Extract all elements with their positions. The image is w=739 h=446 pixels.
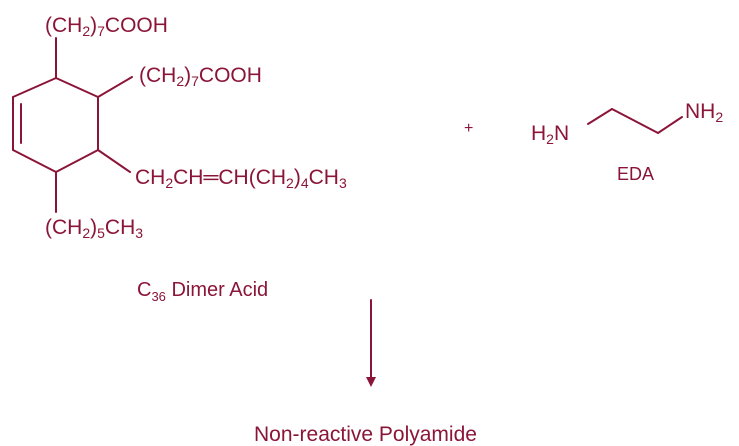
plus-sign: + [464, 120, 473, 137]
chain-bottom-label: (CH2)5CH3 [45, 216, 143, 241]
bond-to-right-chain [97, 76, 133, 98]
eda-structure: H2N NH2 [531, 100, 723, 147]
chain-alkenyl-label: CH2CH═CH(CH2)4CH3 [135, 166, 347, 191]
eda-bond-3 [657, 116, 683, 134]
chain-top-label: (CH2)7COOH [45, 14, 168, 39]
eda-right-amine: NH2 [685, 100, 723, 125]
eda-bond-2 [611, 108, 659, 134]
dimer-acid-label: C36 Dimer Acid [137, 279, 268, 304]
cyclohexene-ring [12, 77, 99, 173]
eda-label: EDA [617, 164, 654, 184]
eda-left-amine: H2N [531, 122, 569, 147]
product-label: Non-reactive Polyamide [254, 423, 477, 446]
bond-to-alkenyl-chain [97, 149, 131, 173]
eda-bond-1 [587, 108, 613, 125]
chain-right-label: (CH2)7COOH [139, 64, 262, 89]
